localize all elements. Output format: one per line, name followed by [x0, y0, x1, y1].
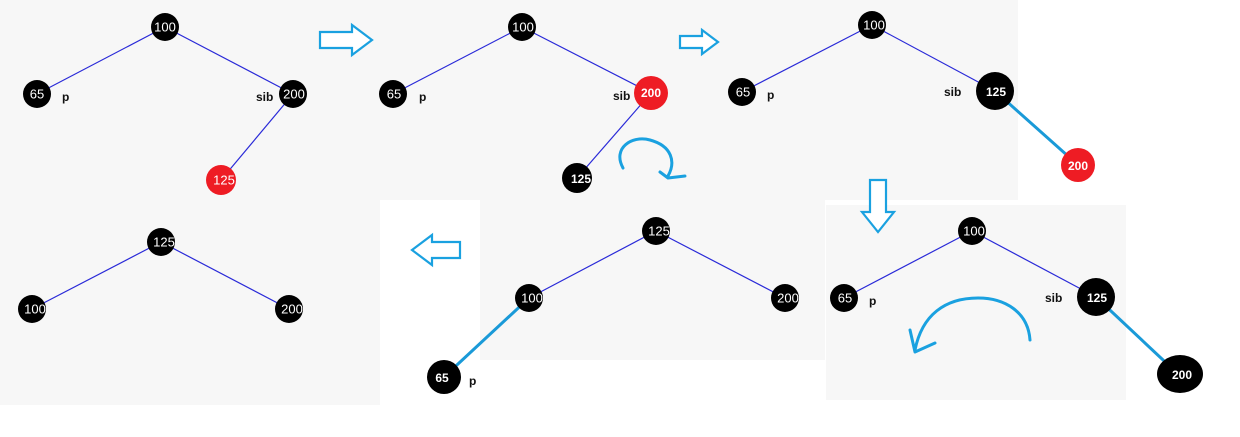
node-label: 200: [1172, 368, 1192, 382]
edge: [971, 230, 1097, 298]
tag-p: p: [62, 90, 69, 104]
node-black: [728, 78, 756, 106]
tree-3: 100 65 p 125 sib 200: [728, 11, 1095, 182]
edge: [871, 24, 996, 92]
node-label: 100: [963, 224, 985, 239]
node-label: 200: [283, 87, 305, 102]
edge: [576, 92, 652, 179]
node-black: [379, 80, 407, 108]
edge: [655, 230, 786, 299]
node-label: 125: [213, 173, 235, 188]
node-label: 100: [521, 291, 543, 306]
tag-p: p: [767, 88, 774, 102]
node-red: [1061, 148, 1095, 182]
rotate-left-icon: [908, 296, 1032, 354]
tree-6: 125 100 200: [18, 228, 303, 323]
node-black: [508, 13, 536, 41]
node-label: 200: [1068, 159, 1088, 173]
node-black: [976, 72, 1014, 110]
arrow-right-icon: [678, 27, 720, 57]
node-label: 100: [24, 302, 46, 317]
arrow-down-icon: [859, 178, 897, 234]
node-black: [830, 284, 858, 312]
tag-p: p: [419, 90, 426, 104]
arrow-right-icon: [318, 22, 374, 58]
node-label: 125: [648, 224, 670, 239]
edge: [843, 230, 973, 299]
node-black: [23, 80, 51, 108]
node-black: [1157, 355, 1203, 393]
tag-p: p: [869, 294, 876, 308]
node-label: 100: [863, 18, 885, 33]
bottom-left-panel: [0, 195, 380, 405]
node-black: [147, 228, 175, 256]
edge: [528, 230, 657, 299]
node-label: 65: [387, 87, 401, 102]
edge: [521, 26, 652, 94]
node-black: [275, 295, 303, 323]
node-black: [427, 360, 461, 394]
node-label: 65: [30, 87, 44, 102]
node-label: 100: [512, 20, 534, 35]
node-red: [206, 165, 236, 195]
tree-4: 100 65 p 125 sib 200: [830, 217, 1203, 393]
edge: [164, 26, 294, 95]
edge: [220, 93, 294, 181]
node-label: 125: [153, 235, 175, 250]
node-label: 200: [777, 291, 799, 306]
tag-sib: sib: [1045, 291, 1062, 305]
node-label: 200: [641, 86, 661, 100]
edge: [392, 26, 523, 95]
tag-sib: sib: [256, 90, 273, 104]
tag-sib: sib: [613, 89, 630, 103]
tree-2: 100 65 p 200 sib 125: [379, 13, 668, 193]
node-label: 125: [571, 172, 591, 186]
node-black: [279, 80, 307, 108]
node-label: 65: [838, 291, 852, 306]
node-label: 125: [1087, 291, 1107, 305]
node-label: 100: [154, 20, 176, 35]
tag-sib: sib: [944, 85, 961, 99]
node-black: [151, 13, 179, 41]
node-label: 65: [435, 371, 449, 385]
node-label: 200: [281, 302, 303, 317]
tag-p: p: [469, 374, 476, 388]
node-black: [771, 284, 799, 312]
node-label: 125: [986, 85, 1006, 99]
rotate-right-icon: [618, 137, 687, 180]
edge: [160, 241, 290, 310]
tree-5: 125 100 200 65 p: [427, 217, 799, 394]
edge-thick: [442, 296, 531, 379]
node-black: [1077, 278, 1115, 316]
node-black: [562, 163, 592, 193]
node-black: [18, 295, 46, 323]
arrow-left-icon: [410, 232, 462, 268]
node-red: [634, 76, 668, 110]
edge: [741, 24, 873, 93]
tree-1: 100 65 p 200 sib 125: [23, 13, 307, 195]
edge: [31, 241, 162, 310]
node-black: [858, 11, 886, 39]
node-black: [958, 217, 986, 245]
edge: [36, 26, 166, 95]
node-black: [515, 284, 543, 312]
node-black: [642, 217, 670, 245]
node-label: 65: [736, 85, 750, 100]
